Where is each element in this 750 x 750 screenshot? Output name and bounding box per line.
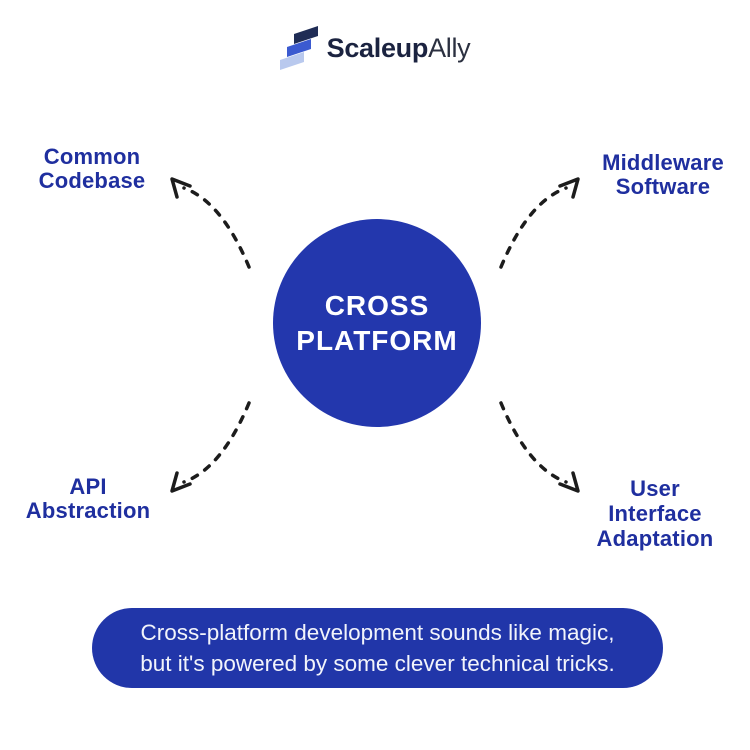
label-line: API <box>69 474 107 499</box>
central-node-cross-platform: CROSS PLATFORM <box>273 219 481 427</box>
node-label-common-codebase: Common Codebase <box>4 145 180 193</box>
caption-line: but it's powered by some clever technica… <box>140 651 615 676</box>
arrow-top-right <box>499 177 580 269</box>
brand-wordmark: ScaleupAlly <box>327 33 471 64</box>
arrow-bottom-right <box>499 401 580 493</box>
caption-banner: Cross-platform development sounds like m… <box>92 608 663 688</box>
brand-logo: ScaleupAlly <box>0 26 750 70</box>
label-line: Software <box>615 174 711 199</box>
brand-wordmark-light: Ally <box>428 32 471 63</box>
label-line: Common <box>43 144 141 169</box>
central-node-line: CROSS <box>324 290 430 321</box>
label-line: Interface <box>608 501 702 526</box>
arrow-top-left <box>170 177 251 269</box>
central-node-line: PLATFORM <box>296 325 458 356</box>
scaleupally-logo-icon <box>279 26 318 70</box>
label-line: Codebase <box>38 168 146 193</box>
brand-wordmark-bold: Scaleup <box>326 32 429 63</box>
label-line: User <box>630 476 680 501</box>
caption-line: Cross-platform development sounds like m… <box>140 620 615 645</box>
label-line: Middleware <box>602 150 724 175</box>
node-label-api-abstraction: API Abstraction <box>0 475 176 523</box>
label-line: Adaptation <box>596 526 714 551</box>
node-label-user-interface-adaptation: User Interface Adaptation <box>567 476 743 551</box>
node-label-middleware-software: Middleware Software <box>575 151 750 199</box>
label-line: Abstraction <box>25 498 151 523</box>
arrow-bottom-left <box>170 401 251 493</box>
